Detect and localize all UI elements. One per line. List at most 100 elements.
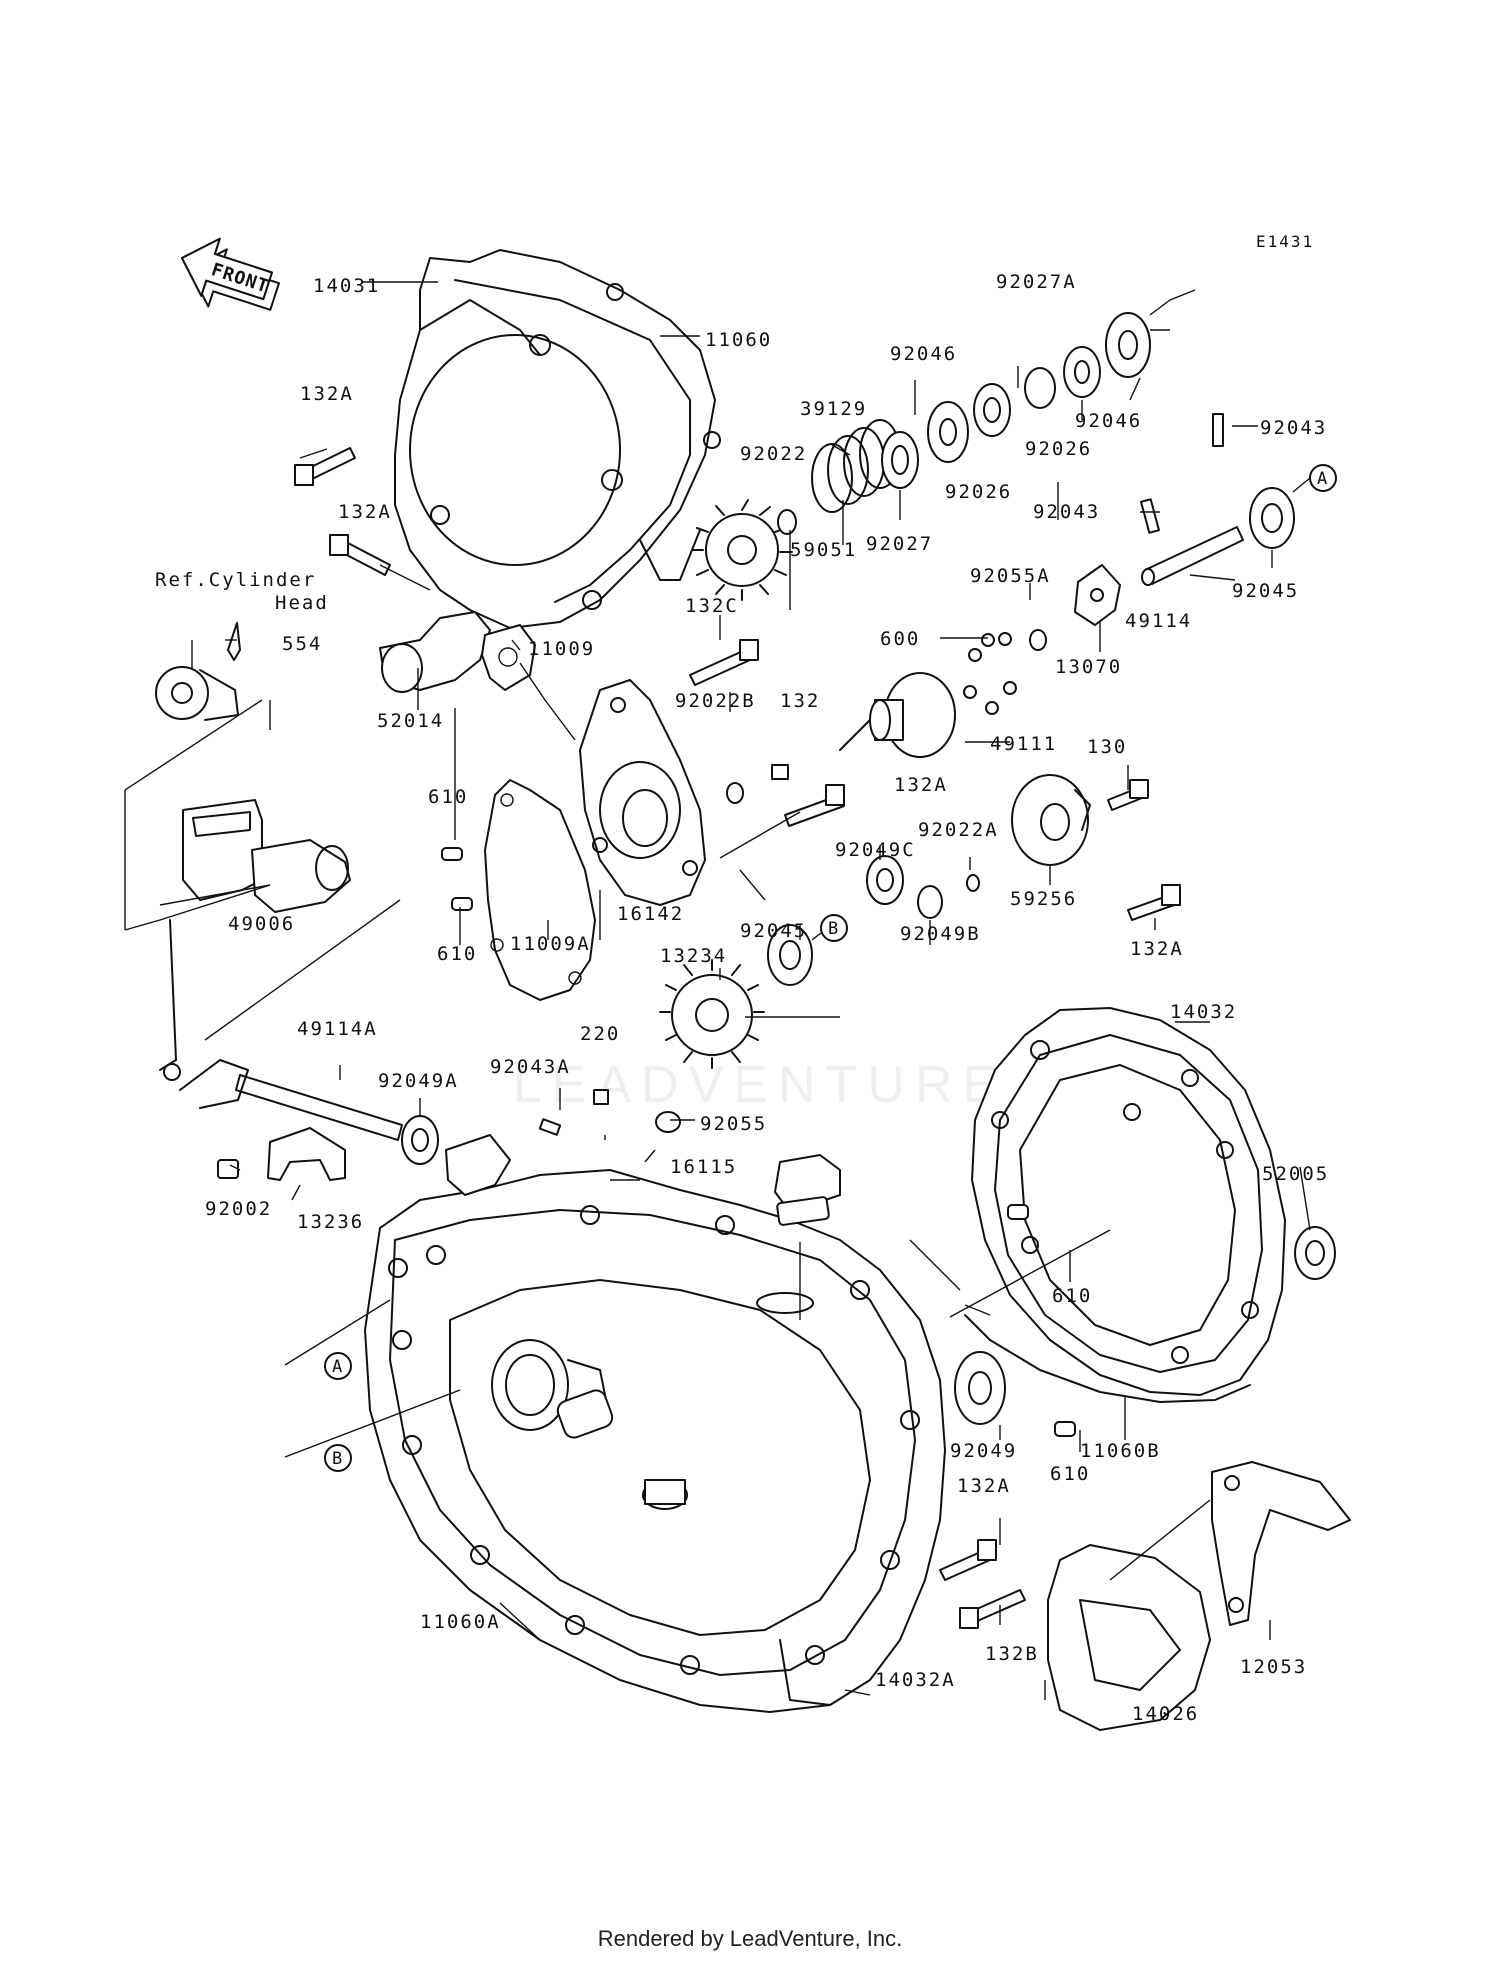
part-label: 92046	[890, 343, 957, 365]
part-label: 600	[880, 628, 920, 650]
bolt-92002	[217, 1159, 239, 1179]
part-label: 132A	[957, 1475, 1011, 1497]
plug-16115	[774, 1154, 841, 1226]
part-label: 92055A	[970, 565, 1051, 587]
part-label: 132A	[338, 501, 392, 523]
water-pump-gasket	[484, 779, 596, 1001]
part-label: 132B	[985, 1643, 1039, 1665]
circle-marker-a-bottom: A	[324, 1352, 352, 1380]
part-label: 610	[437, 943, 477, 965]
part-label: 132A	[894, 774, 948, 796]
part-label: 11060	[705, 329, 772, 351]
part-label: 92049A	[378, 1070, 459, 1092]
generator-cover	[394, 249, 721, 629]
part-label: 132	[780, 690, 820, 712]
part-label: 92045	[740, 920, 807, 942]
elbow-fitting	[445, 1134, 511, 1196]
bolt-group	[294, 447, 1181, 1629]
gasket-11060b	[964, 1314, 1251, 1403]
shaft-49114	[1141, 526, 1244, 586]
part-label: 92049	[950, 1440, 1017, 1462]
reference-note-line2: Head	[275, 592, 329, 614]
part-label: 92049B	[900, 923, 981, 945]
part-label: 92022A	[918, 819, 999, 841]
part-label: 132C	[685, 595, 739, 617]
shaft-49114a	[163, 1059, 403, 1141]
part-label: 49111	[990, 733, 1057, 755]
part-label: 49114	[1125, 610, 1192, 632]
part-label: 92026	[1025, 438, 1092, 460]
part-label: 11009	[528, 638, 595, 660]
water-pump-shaft	[839, 672, 956, 758]
part-label: 92049C	[835, 839, 916, 861]
part-label: 49006	[228, 913, 295, 935]
pin-92043a	[538, 1118, 562, 1136]
part-labels: 14031 11060 132A 132A 554 52014 11009 49…	[205, 271, 1329, 1725]
pin-92043-upper	[1212, 413, 1224, 447]
part-label: 130	[1087, 736, 1127, 758]
circle-marker-b-top: B	[820, 914, 848, 942]
part-label: 132A	[300, 383, 354, 405]
bracket-12053	[1211, 1461, 1351, 1626]
part-label: 92043	[1260, 417, 1327, 439]
fitting-52014	[379, 611, 491, 693]
part-label: 92022	[740, 443, 807, 465]
front-arrow-icon: FRONT	[181, 237, 280, 311]
part-49006	[182, 799, 351, 913]
part-label: 16115	[670, 1156, 737, 1178]
gear-59051	[691, 499, 793, 601]
part-label: 52014	[377, 710, 444, 732]
impeller-13070	[1074, 564, 1121, 626]
part-label: 11009A	[510, 933, 591, 955]
part-label: 14032A	[875, 1669, 956, 1691]
part-label: 52005	[1262, 1163, 1329, 1185]
marker-b-bottom-text: B	[332, 1449, 342, 1469]
pin-92043-lower	[1140, 498, 1160, 534]
dowel-group	[227, 622, 1076, 1437]
part-label: 92043A	[490, 1056, 571, 1078]
part-label: 14031	[313, 275, 380, 297]
leader-lines	[124, 281, 1311, 1700]
diagram-code: E1431	[1256, 232, 1314, 251]
part-label: 220	[580, 1023, 620, 1045]
part-label: 49114A	[297, 1018, 378, 1040]
reference-note-line1: Ref.Cylinder	[155, 569, 316, 591]
part-label: 132A	[1130, 938, 1184, 960]
water-pump-body	[579, 679, 706, 906]
part-label: 59051	[790, 539, 857, 561]
marker-a-bottom-text: A	[332, 1357, 342, 1377]
part-label: 610	[428, 786, 468, 808]
link-rod	[169, 919, 177, 1061]
bearing-92045-upper	[1249, 487, 1295, 549]
washer-stack	[777, 312, 1151, 535]
seal-52005	[1294, 1226, 1336, 1280]
part-label: 59256	[1010, 888, 1077, 910]
gear-13234	[659, 959, 765, 1069]
part-label: 92055	[700, 1113, 767, 1135]
impeller	[1011, 774, 1091, 866]
part-label: 12053	[1240, 1656, 1307, 1678]
part-label: 92045	[1232, 580, 1299, 602]
part-label: 554	[282, 633, 322, 655]
circle-marker-b-bottom: B	[324, 1444, 352, 1472]
part-label: 16142	[617, 903, 684, 925]
part-label: 610	[1050, 1463, 1090, 1485]
part-label: 13070	[1055, 656, 1122, 678]
gear-ref-cylinder-head	[155, 666, 239, 721]
bearing-92049a	[401, 1115, 439, 1165]
bearing-92045-lower	[767, 924, 813, 986]
clamp-13236	[267, 1127, 346, 1181]
part-label: 14026	[1132, 1703, 1199, 1725]
part-label: 92027	[866, 533, 933, 555]
bearing-92049	[954, 1351, 1006, 1425]
right-crankcase-cover	[971, 1007, 1286, 1396]
part-label: 14032	[1170, 1001, 1237, 1023]
marker-a-top-text: A	[1317, 469, 1327, 489]
sprocket-cover-14026	[1047, 1544, 1211, 1731]
part-label: 11060B	[1080, 1440, 1161, 1462]
bearing-92049c	[866, 855, 904, 905]
part-label: 13234	[660, 945, 727, 967]
part-label: 92026	[945, 481, 1012, 503]
bearing-92049b	[917, 885, 943, 919]
